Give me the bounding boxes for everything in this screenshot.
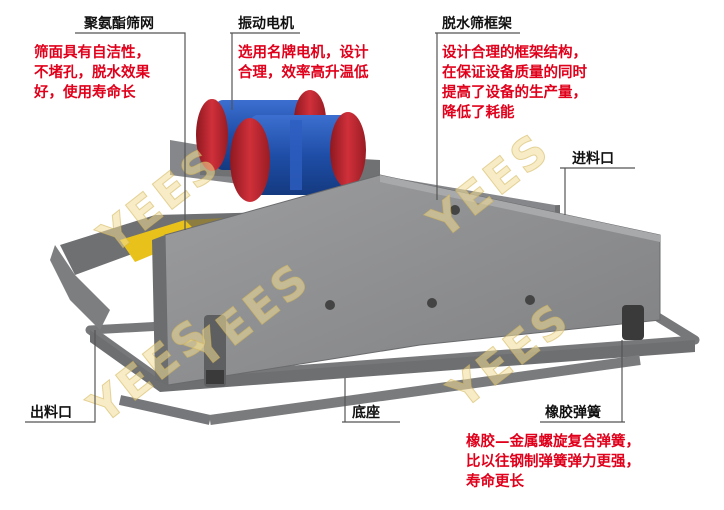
desc-screen-mesh: 筛面具有自洁性， 不堵孔，脱水效果 好，使用寿命长 bbox=[34, 45, 150, 101]
label-rubber-spring: 橡胶弹簧 bbox=[545, 405, 601, 421]
desc-vibration-motor: 选用名牌电机，设计 合理，效率高升温低 bbox=[238, 45, 369, 81]
label-screen-mesh: 聚氨酯筛网 bbox=[84, 16, 154, 32]
discharge-lip bbox=[50, 245, 110, 330]
label-frame: 脱水筛框架 bbox=[442, 16, 512, 32]
desc-rubber-spring: 橡胶—金属螺旋复合弹簧， 比以往钢制弹簧弹力更强， 寿命更长 bbox=[466, 434, 640, 490]
front-side-plate bbox=[152, 174, 661, 386]
rubber-spring bbox=[204, 305, 644, 387]
base-frame bbox=[85, 295, 700, 425]
label-vibration-motor: 振动电机 bbox=[238, 16, 294, 32]
label-discharge-outlet: 出料口 bbox=[30, 405, 72, 421]
label-base: 底座 bbox=[352, 405, 380, 421]
desc-frame: 设计合理的框架结构， 在保证设备质量的同时 提高了设备的生产量， 降低了耗能 bbox=[442, 45, 587, 121]
vibration-motor-front bbox=[230, 112, 366, 202]
label-feed-inlet: 进料口 bbox=[572, 151, 614, 167]
